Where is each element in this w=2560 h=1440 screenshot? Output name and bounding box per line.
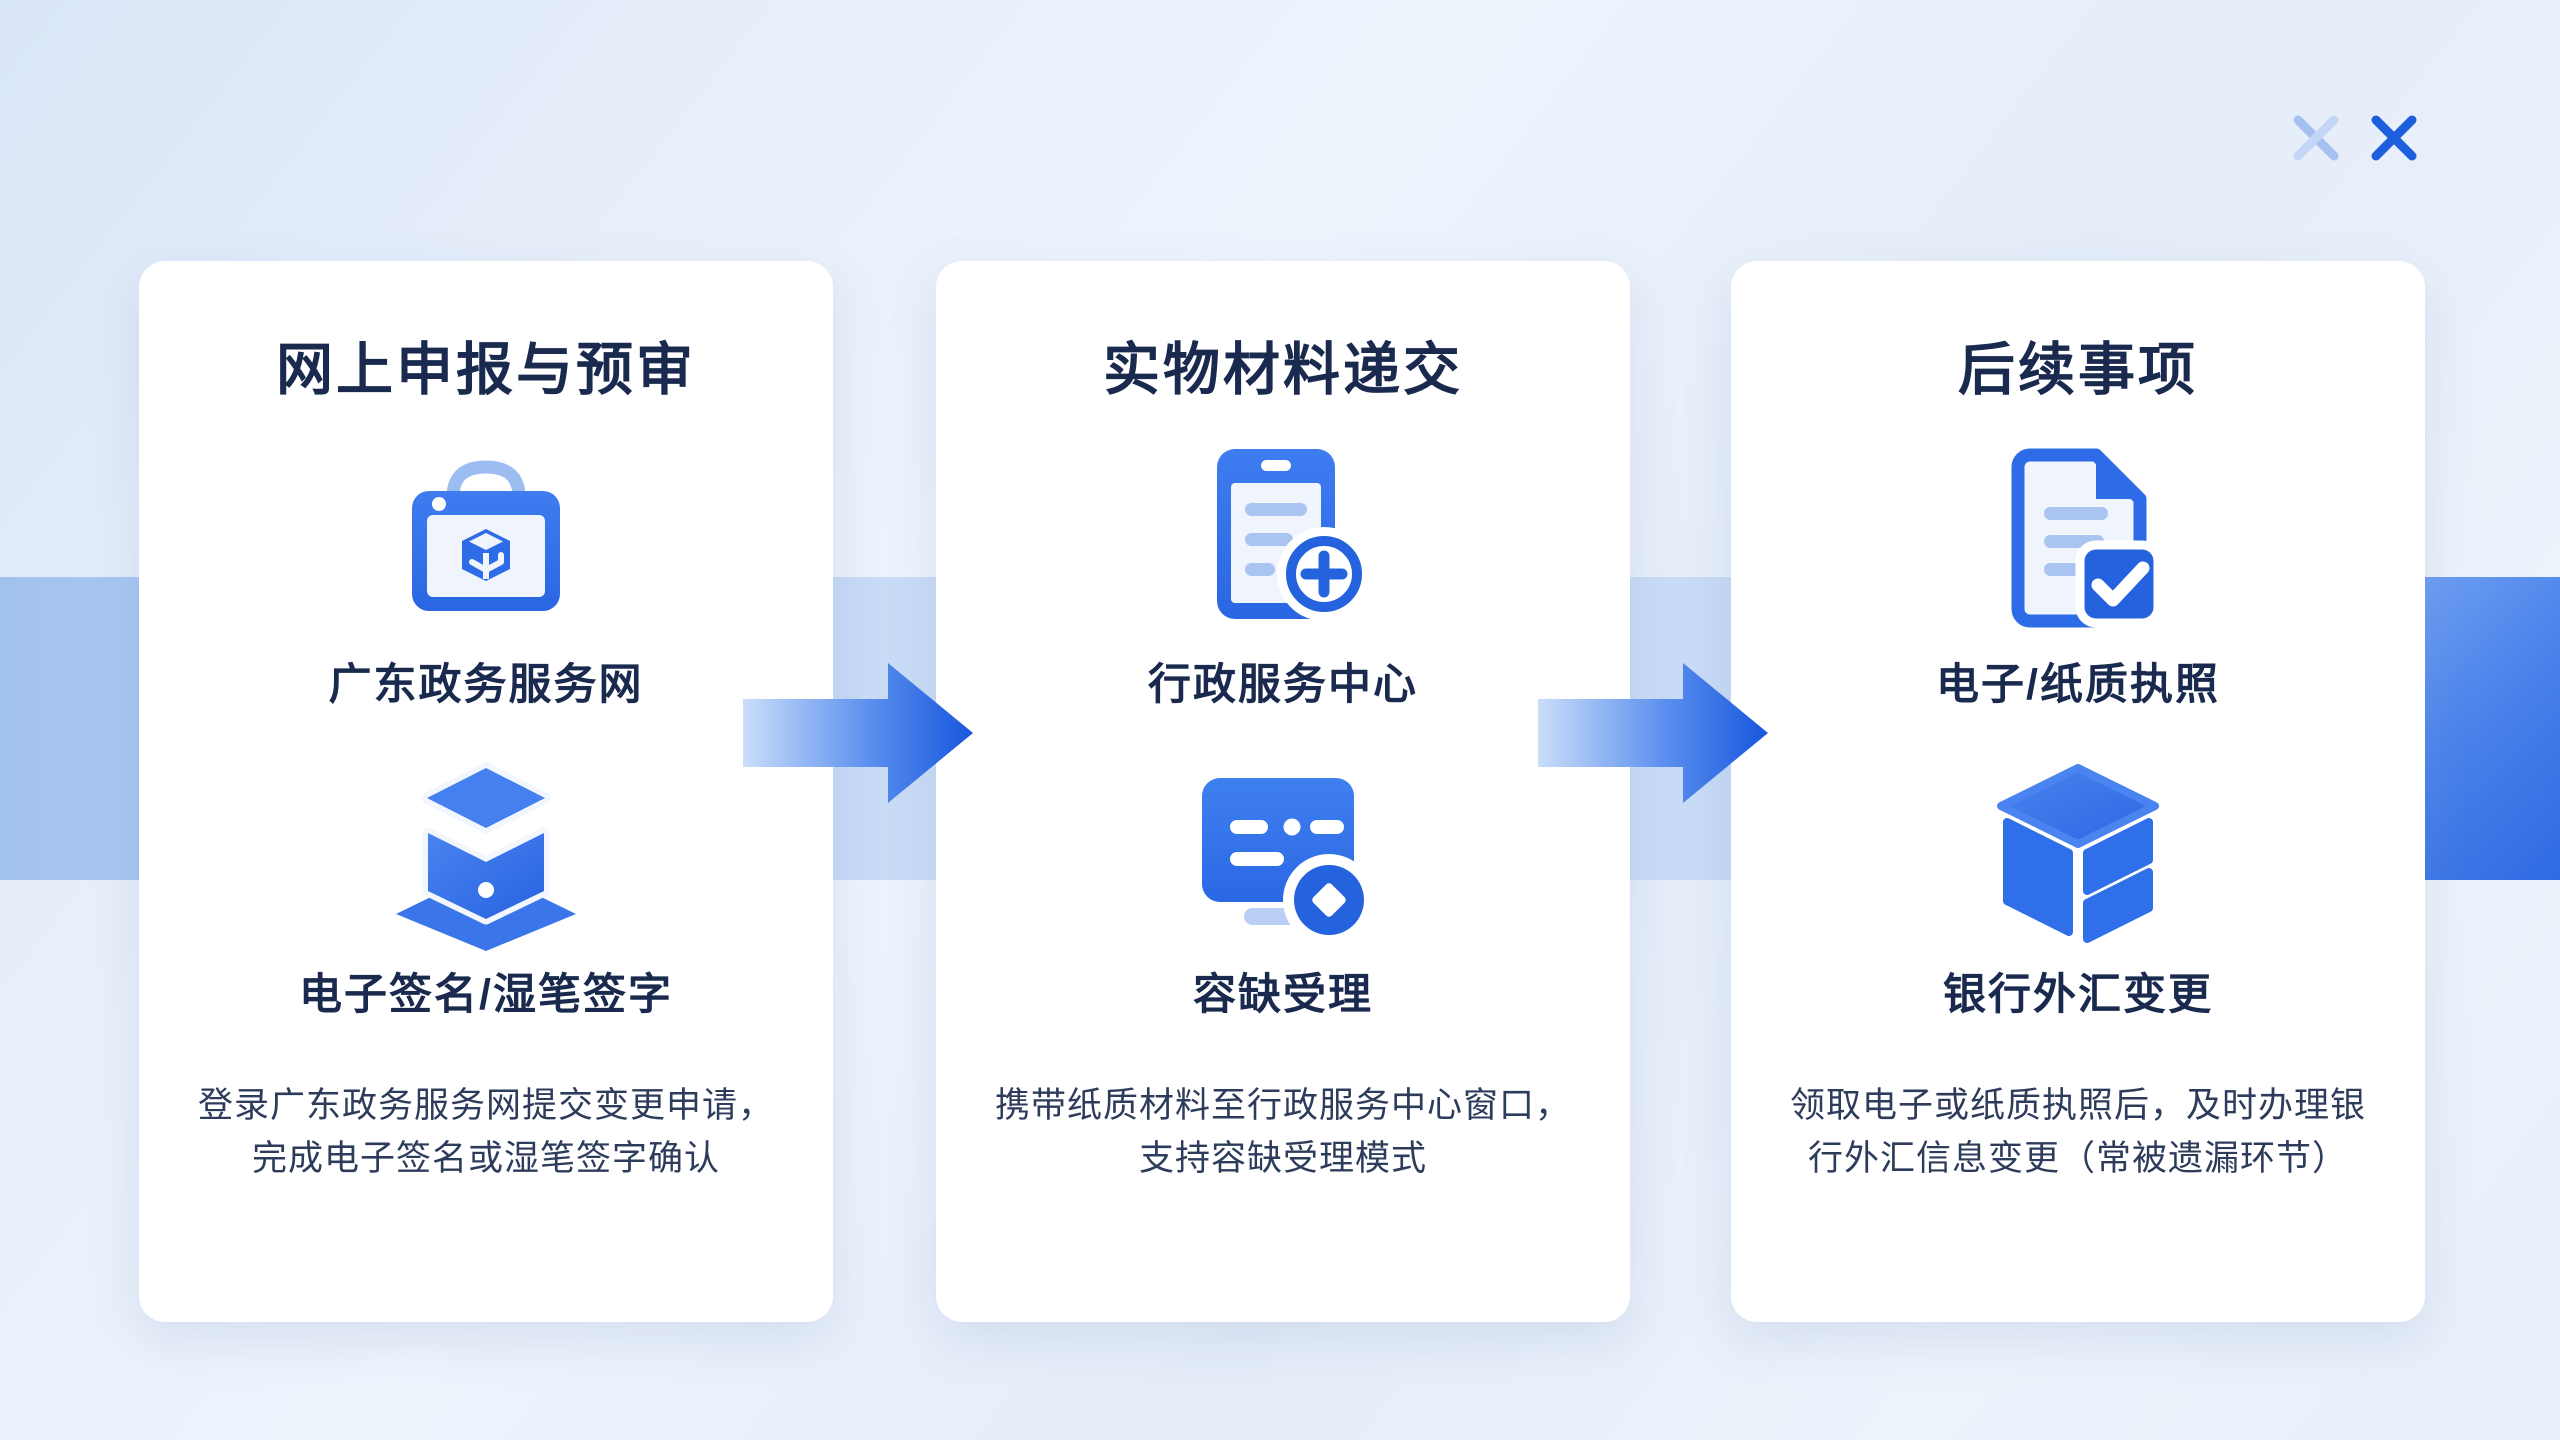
- step-label: 电子/纸质执照: [1936, 660, 2220, 709]
- card-title: 后续事项: [1958, 338, 2198, 402]
- description-line: 登录广东政务服务网提交变更申请，: [197, 1085, 774, 1125]
- step-card-online-declaration: 网上申报与预审 广东政务服务网: [139, 261, 833, 1322]
- card-description: 领取电子或纸质执照后，及时办理银 行外汇信息变更（常被遗漏环节）: [1790, 1079, 2366, 1185]
- description-line: 行外汇信息变更（常被遗漏环节）: [1807, 1138, 2348, 1178]
- step-label: 广东政务服务网: [328, 660, 644, 709]
- e-signature-seal-box-icon: [391, 756, 581, 952]
- close-button-group: [2288, 110, 2422, 166]
- card-description: 携带纸质材料至行政服务中心窗口， 支持容缺受理模式: [995, 1079, 1571, 1185]
- description-line: 领取电子或纸质执照后，及时办理银: [1789, 1085, 2366, 1125]
- close-icon[interactable]: [2288, 110, 2344, 166]
- description-line: 支持容缺受理模式: [1138, 1138, 1427, 1178]
- right-arrow-icon: [1538, 663, 1768, 803]
- flow-band-end: [2425, 577, 2560, 880]
- step-label: 容缺受理: [1193, 971, 1373, 1020]
- step-card-follow-up: 后续事项 电子/纸质执照 银行外汇变更 领取电子或纸质执照后，及时办: [1731, 261, 2425, 1322]
- right-arrow-icon: [743, 663, 973, 803]
- close-icon[interactable]: [2366, 110, 2422, 166]
- step-label: 电子签名/湿笔签字: [299, 971, 673, 1020]
- step-label: 银行外汇变更: [1943, 971, 2213, 1020]
- bank-layered-box-icon: [1983, 756, 2173, 951]
- license-doc-check-icon: [1988, 436, 2168, 641]
- step-label: 行政服务中心: [1148, 660, 1418, 709]
- card-title: 网上申报与预审: [276, 338, 696, 402]
- service-window-badge-icon: [1188, 756, 1378, 951]
- clipboard-plus-icon: [1193, 436, 1373, 641]
- description-line: 完成电子签名或湿笔签字确认: [251, 1138, 720, 1178]
- gov-portal-case-icon: [396, 436, 576, 641]
- card-title: 实物材料递交: [1103, 338, 1463, 402]
- step-card-material-submission: 实物材料递交 行政服务中心: [936, 261, 1630, 1322]
- card-description: 登录广东政务服务网提交变更申请， 完成电子签名或湿笔签字确认: [198, 1079, 774, 1185]
- description-line: 携带纸质材料至行政服务中心窗口，: [994, 1085, 1571, 1125]
